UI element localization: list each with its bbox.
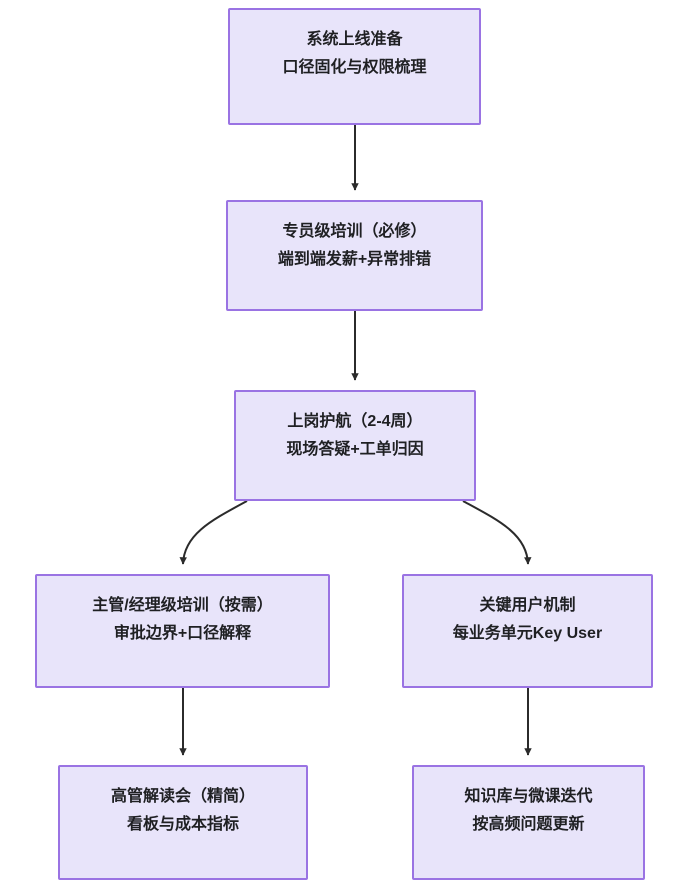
flow-node-line-secondary: 口径固化与权限梳理 xyxy=(282,59,427,76)
flow-node-system-golive-prep[interactable]: 系统上线准备 口径固化与权限梳理 xyxy=(228,8,481,125)
flow-node-manager-training[interactable]: 主管/经理级培训（按需） 审批边界+口径解释 xyxy=(35,574,330,688)
flow-node-knowledge-base-iteration[interactable]: 知识库与微课迭代 按高频问题更新 xyxy=(412,765,645,880)
flow-node-line-secondary: 看板与成本指标 xyxy=(126,816,239,833)
flow-node-line-secondary: 现场答疑+工单归因 xyxy=(286,441,424,458)
flow-node-onboarding-support[interactable]: 上岗护航（2-4周） 现场答疑+工单归因 xyxy=(234,390,476,501)
flow-node-executive-briefing[interactable]: 高管解读会（精简） 看板与成本指标 xyxy=(58,765,308,880)
flow-node-line-primary: 关键用户机制 xyxy=(479,597,576,614)
flow-node-line-primary: 上岗护航（2-4周） xyxy=(287,413,423,430)
flow-node-line-secondary: 端到端发薪+异常排错 xyxy=(277,251,432,268)
flow-node-line-secondary: 每业务单元Key User xyxy=(452,625,603,642)
flow-node-key-user-mechanism[interactable]: 关键用户机制 每业务单元Key User xyxy=(402,574,653,688)
edge-node3-node5 xyxy=(462,500,532,565)
flow-node-line-primary: 主管/经理级培训（按需） xyxy=(92,597,273,614)
flow-node-line-primary: 知识库与微课迭代 xyxy=(464,788,593,805)
flow-node-line-primary: 专员级培训（必修） xyxy=(282,223,427,240)
flow-node-line-secondary: 按高频问题更新 xyxy=(472,816,585,833)
flow-node-line-primary: 高管解读会（精简） xyxy=(110,788,255,805)
flow-node-line-primary: 系统上线准备 xyxy=(306,31,403,48)
flow-node-line-secondary: 审批边界+口径解释 xyxy=(113,625,252,642)
edge-node3-node4 xyxy=(179,500,248,565)
flow-node-specialist-training[interactable]: 专员级培训（必修） 端到端发薪+异常排错 xyxy=(226,200,483,311)
